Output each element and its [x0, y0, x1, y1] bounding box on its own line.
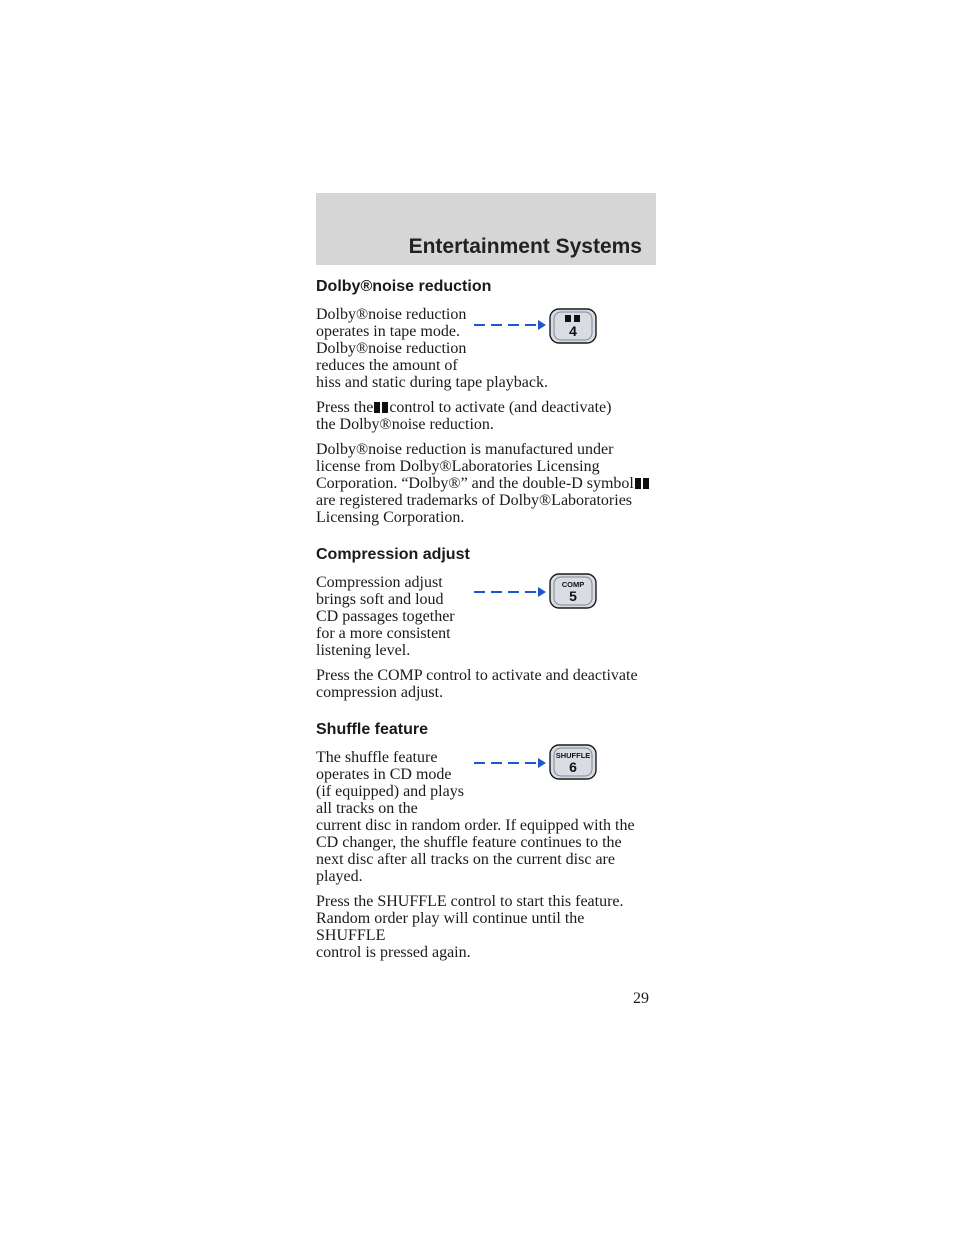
comp-button-figure: COMP 5 — [474, 570, 624, 614]
page-number: 29 — [633, 990, 649, 1007]
comp-button-label: COMP — [562, 580, 585, 589]
double-d-icon — [374, 402, 389, 413]
dolby-button-figure: 4 — [474, 308, 624, 352]
section-title: Entertainment Systems — [408, 235, 642, 258]
dolby-intro: Dolby®noise reduction operates in tape m… — [316, 306, 548, 391]
shuffle-heading: Shuffle feature — [316, 721, 429, 738]
shuffle-press-text: Press the SHUFFLE control to start this … — [316, 893, 624, 961]
compression-heading: Compression adjust — [316, 546, 470, 563]
dolby-button-number: 4 — [569, 323, 577, 339]
double-d-icon — [634, 478, 649, 489]
double-d-icon — [565, 315, 580, 322]
compression-press-text: Press the COMP control to activate and d… — [316, 667, 638, 701]
dolby-license-text: Dolby®noise reduction is manufactured un… — [316, 441, 656, 526]
section-header: Entertainment Systems — [316, 193, 656, 265]
shuffle-section: Shuffle feature SHUFFLE 6 The shuffle fe… — [316, 719, 656, 961]
shuffle-button-label: SHUFFLE — [556, 751, 591, 760]
comp-button-number: 5 — [569, 588, 577, 604]
content-column: Dolby®noise reduction 4 Dolby®noise redu… — [316, 276, 656, 969]
shuffle-button-number: 6 — [569, 759, 577, 775]
compression-intro: Compression adjust brings soft and loud … — [316, 574, 455, 659]
shuffle-button-figure: SHUFFLE 6 — [474, 741, 624, 785]
dolby-heading: Dolby®noise reduction — [316, 278, 492, 295]
dolby-section: Dolby®noise reduction 4 Dolby®noise redu… — [316, 276, 656, 526]
compression-section: Compression adjust COMP 5 Compression ad… — [316, 544, 656, 701]
shuffle-intro: The shuffle feature operates in CD mode … — [316, 749, 635, 885]
